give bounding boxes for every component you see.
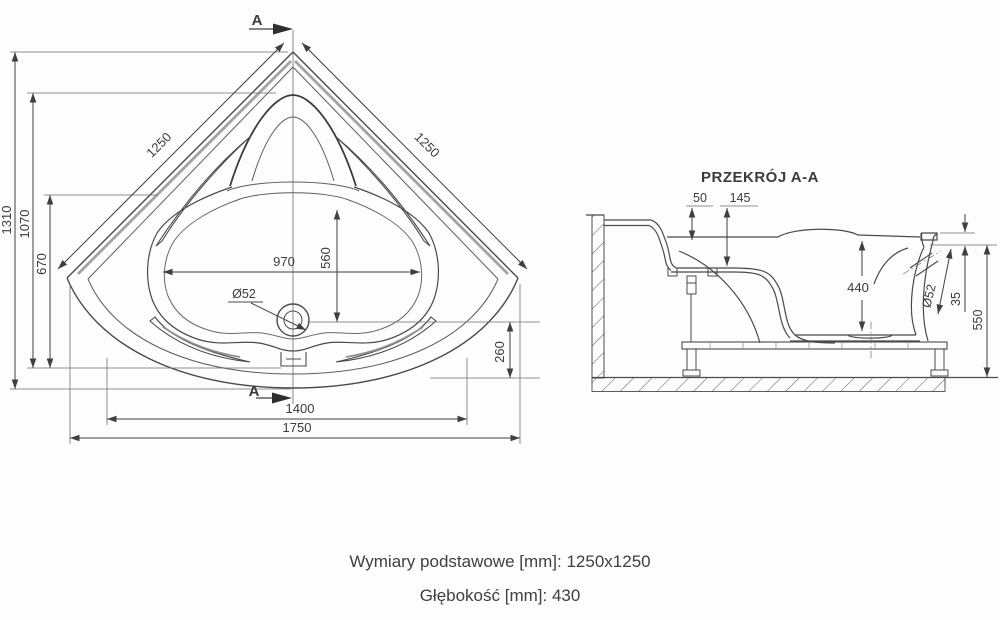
section-leg-right-lower (934, 348, 945, 371)
plan-wing-inner-lines (162, 326, 424, 358)
plan-dim-670: 670 (34, 253, 49, 275)
plan-dim-260: 260 (492, 341, 507, 363)
section-leg-left-foot (682, 369, 701, 377)
section-dim-35: 35 (949, 292, 963, 306)
plan-dim-1070: 1070 (17, 210, 32, 239)
plan-cut-arrow-top (273, 23, 293, 35)
plan-dim-1400: 1400 (286, 401, 315, 416)
plan-dim-line-1250-right (301, 42, 528, 270)
plan-dim-1250-right: 1250 (412, 129, 443, 160)
section-extension-lines (686, 205, 997, 246)
section-drain-pipe (909, 252, 939, 277)
section-seat-feet (667, 268, 718, 277)
footer-depth-text: Głębokość [mm]: 430 (419, 586, 581, 605)
section-leg-left-upper (686, 275, 697, 295)
plan-dim-1750: 1750 (283, 420, 312, 435)
plan-dim-560: 560 (318, 247, 333, 269)
plan-section-letter-bottom: A (249, 383, 260, 400)
plan-section-letter-top: A (252, 12, 263, 29)
section-dim-50: 50 (693, 191, 707, 205)
section-dim-line-drain (936, 248, 953, 315)
section-leg-right-foot (930, 369, 949, 377)
section-frame-ticks (709, 342, 909, 349)
plan-drain-label: Ø52 (232, 287, 256, 301)
plan-dim-line-1250-left (57, 42, 285, 270)
plan-overflow-notch (280, 352, 307, 367)
section-title: PRZEKRÓJ A-A (701, 168, 819, 186)
section-tub-profile (604, 219, 938, 344)
footer-dimensions-text: Wymiary podstawowe [mm]: 1250x1250 (349, 552, 651, 571)
plan-dim-1250-left: 1250 (143, 129, 174, 160)
section-dim-145: 145 (730, 191, 751, 205)
plan-extension-lines (10, 51, 540, 444)
section-support-frame (681, 341, 948, 350)
section-floor-hatch (591, 377, 946, 392)
plan-dim-1310: 1310 (0, 206, 14, 235)
section-wall (591, 214, 605, 379)
section-dim-440: 440 (847, 280, 869, 295)
plan-dim-970: 970 (273, 254, 295, 269)
section-dim-550: 550 (971, 310, 985, 331)
section-drain-label: Ø52 (919, 283, 938, 309)
section-view: PRZEKRÓJ A-A (586, 168, 998, 392)
plan-outer-outline (66, 51, 519, 389)
plan-bowl-inner (163, 198, 423, 340)
plan-view: A A 1310 1070 670 970 560 260 1400 1750 … (0, 12, 540, 444)
plan-drain-leader (228, 301, 306, 330)
plan-cut-arrow-bottom (272, 392, 292, 404)
plan-bowl-outer (146, 186, 440, 352)
section-legs (682, 275, 949, 377)
section-leg-left-rod (687, 282, 696, 342)
section-leg-left-lower (686, 348, 697, 371)
